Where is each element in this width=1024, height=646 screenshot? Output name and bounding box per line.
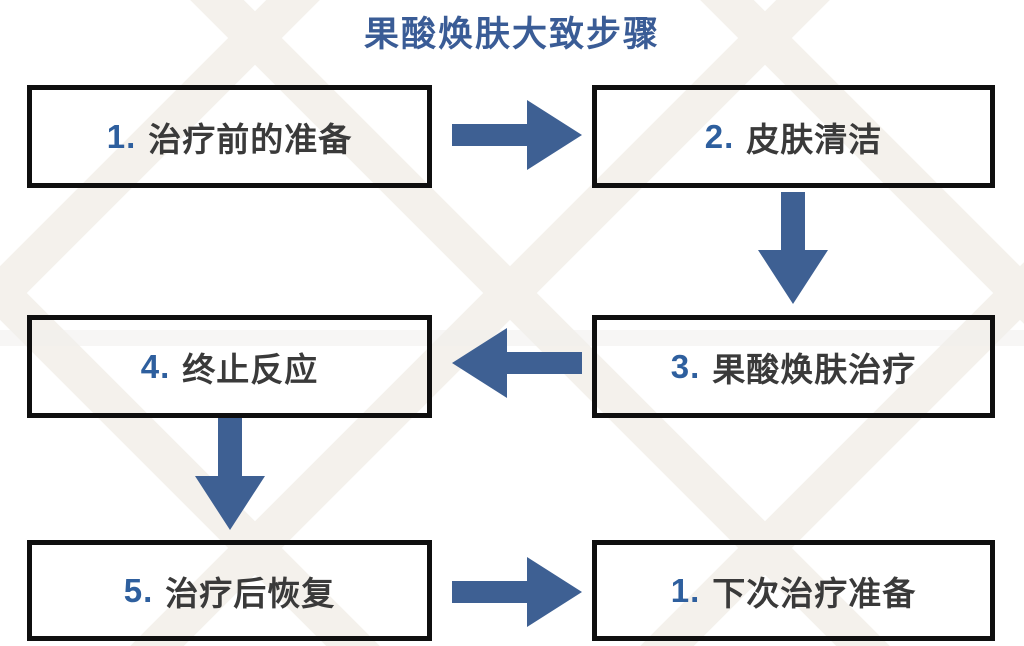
step-number: 1. bbox=[106, 117, 137, 155]
flow-step-1-box: 1. 治疗前的准备 bbox=[27, 85, 432, 188]
flow-step-6-box: 1. 下次治疗准备 bbox=[592, 540, 995, 641]
flow-step-5-box: 5. 治疗后恢复 bbox=[27, 540, 432, 641]
step-number: 4. bbox=[140, 347, 171, 385]
flow-step-3-box: 3. 果酸焕肤治疗 bbox=[592, 315, 995, 418]
arrow-down-step4-to-step5 bbox=[195, 418, 265, 530]
step-number: 1. bbox=[670, 571, 701, 609]
flow-step-4-box: 4. 终止反应 bbox=[27, 315, 432, 418]
step-label: 治疗前的准备 bbox=[148, 120, 353, 158]
arrow-right-step5-to-step6 bbox=[452, 557, 582, 627]
step-label: 果酸焕肤治疗 bbox=[712, 350, 917, 388]
arrow-right-step1-to-step2 bbox=[452, 100, 582, 170]
step-label: 下次治疗准备 bbox=[712, 574, 917, 612]
flow-step-2-box: 2. 皮肤清洁 bbox=[592, 85, 995, 188]
step-number: 5. bbox=[123, 571, 154, 609]
step-number: 2. bbox=[704, 117, 735, 155]
step-label: 终止反应 bbox=[182, 350, 319, 388]
arrow-down-step2-to-step3 bbox=[758, 192, 828, 304]
arrow-left-step3-to-step4 bbox=[452, 328, 582, 398]
step-label: 治疗后恢复 bbox=[165, 574, 336, 612]
step-label: 皮肤清洁 bbox=[746, 120, 883, 158]
watermark-horizontal-band bbox=[0, 330, 1024, 346]
step-number: 3. bbox=[670, 347, 701, 385]
page-title: 果酸焕肤大致步骤 bbox=[363, 15, 660, 54]
